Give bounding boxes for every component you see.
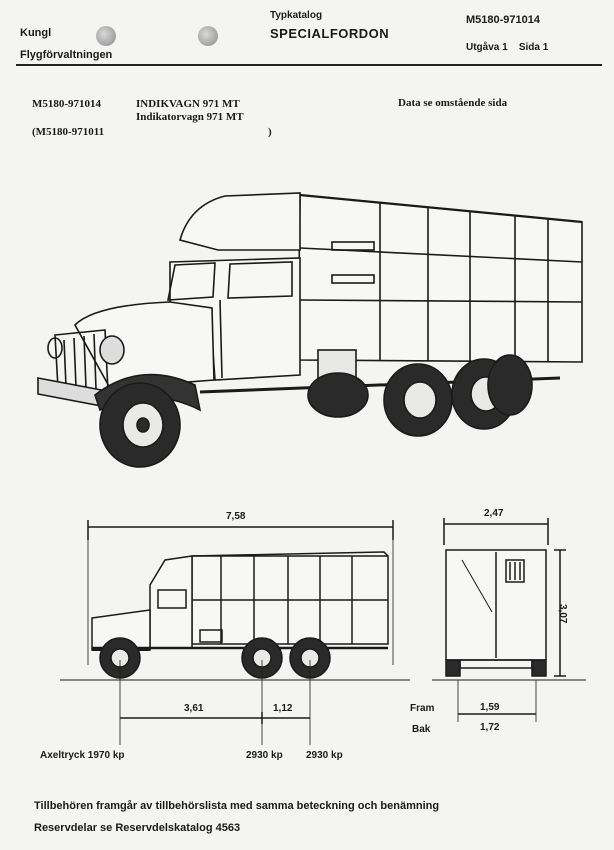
edition: Utgåva 1: [466, 42, 508, 53]
identification-paren: ): [268, 126, 272, 138]
truck-rear-drawing: [432, 518, 586, 722]
dim-wheelbase-rear: 1,12: [273, 703, 293, 714]
dim-track-front: 1,59: [480, 702, 500, 713]
punch-hole-right: [198, 26, 218, 46]
identification-code-2: (M5180-971011: [32, 126, 105, 138]
axle-load-rear: 2930 kp: [306, 750, 343, 761]
org-line-1: Kungl: [20, 27, 52, 39]
edition-page: Utgåva 1 Sida 1: [466, 42, 548, 53]
dim-overall-width: 2,47: [484, 508, 504, 519]
dim-wheelbase-front: 3,61: [184, 703, 204, 714]
punch-hole-left: [96, 26, 116, 46]
catalog-title-small: Typkatalog: [270, 10, 323, 21]
track-rear-label: Bak: [412, 724, 431, 735]
track-front-label: Fram: [410, 703, 435, 714]
vehicle-alt-name: Indikatorvagn 971 MT: [136, 111, 244, 123]
vehicle-name: INDIKVAGN 971 MT: [136, 98, 240, 110]
axle-load-middle: 2930 kp: [246, 750, 283, 761]
catalog-title: SPECIALFORDON: [270, 26, 390, 41]
footer-spare-parts: Reservdelar se Reservdelskatalog 4563: [34, 822, 241, 834]
identification-code-1: M5180-971014: [32, 98, 102, 110]
organization-name: Kungl Flygförvaltningen: [20, 22, 112, 66]
dim-overall-length: 7,58: [226, 511, 246, 522]
footer-accessories: Tillbehören framgår av tillbehörslista m…: [34, 800, 440, 812]
document-code: M5180-971014: [466, 14, 541, 26]
header-rule: [16, 64, 602, 66]
page-number: Sida 1: [518, 42, 549, 53]
dim-track-rear: 1,72: [480, 722, 500, 733]
dim-height: 3,07: [557, 604, 568, 624]
truck-side-drawing: [60, 520, 410, 745]
org-line-2: Flygförvaltningen: [20, 49, 113, 61]
axle-load-front: Axeltryck 1970 kp: [40, 750, 125, 761]
truck-perspective-drawing: [37, 192, 583, 468]
data-reference-note: Data se omstående sida: [398, 97, 508, 109]
